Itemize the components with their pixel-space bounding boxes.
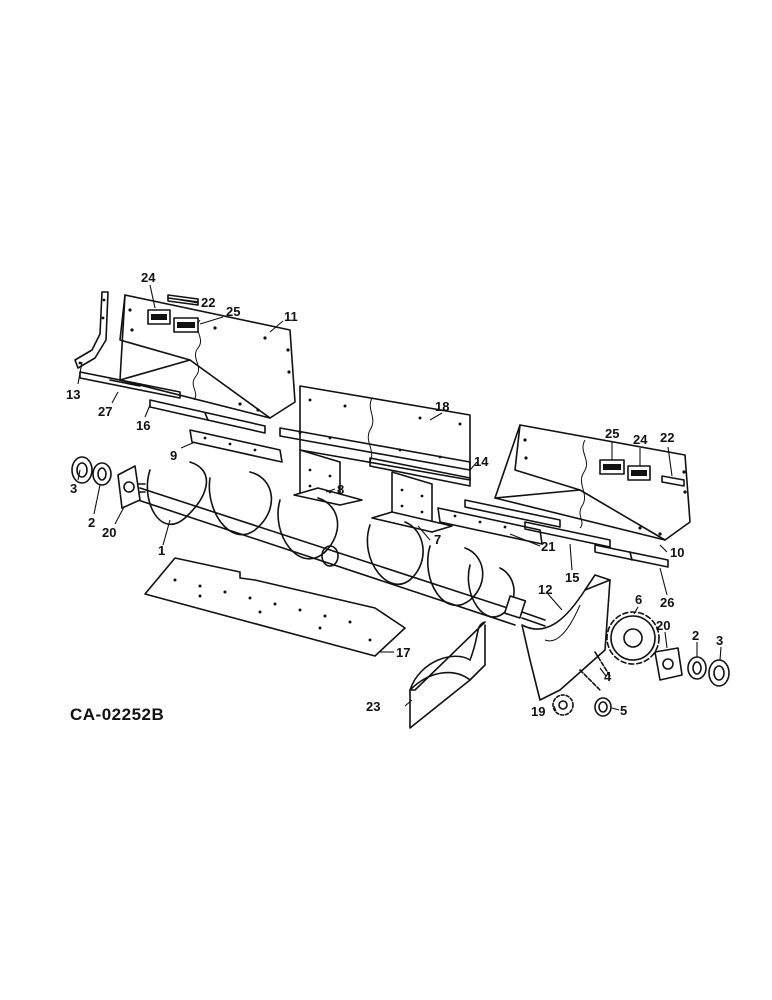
callout-11: 11 [284,309,298,324]
end-bracket [74,291,109,369]
auger-shaft-icon [127,461,546,627]
callout-8: 8 [337,482,344,497]
callout-5: 5 [620,703,627,718]
callout-3-right: 3 [716,633,723,648]
callout-24: 24 [141,270,156,285]
wear-strips-left [79,371,283,463]
callout-19: 19 [531,704,545,719]
callout-1: 1 [158,543,165,558]
left-trough-panel [119,294,296,419]
callout-10: 10 [670,545,684,560]
leader-lines [77,284,722,712]
callout-12: 12 [538,582,552,597]
bottom-panel [144,557,406,657]
callout-22-right: 22 [660,430,674,445]
sprocket-icon [606,611,660,665]
bearing-icon [71,456,112,486]
callout-6: 6 [635,592,642,607]
callout-2: 2 [88,515,95,530]
callout-2-right: 2 [692,628,699,643]
decal-plates-left [147,294,199,333]
callout-24-right: 24 [633,432,648,447]
flange-plate-icon [117,465,141,509]
callout-3: 3 [70,481,77,496]
decal-plates-right [599,459,685,487]
callout-25: 25 [226,304,240,319]
drive-chain [579,651,611,691]
callout-17: 17 [396,645,410,660]
collar [594,697,612,717]
callout-22: 22 [201,295,215,310]
callout-14: 14 [474,454,489,469]
callout-7: 7 [434,532,441,547]
callout-4: 4 [604,669,612,684]
idler-sprocket [552,694,574,716]
callout-9: 9 [170,448,177,463]
callout-23: 23 [366,699,380,714]
callout-18: 18 [435,399,449,414]
callout-26: 26 [660,595,674,610]
bearing-right [687,656,730,687]
callout-16: 16 [136,418,150,433]
callout-25-right: 25 [605,426,619,441]
right-trough-panel [494,424,691,541]
callouts: 24 22 25 11 13 27 16 9 18 14 8 7 21 15 1… [66,270,723,719]
mounting-bracket-8 [293,449,363,506]
lower-shield [409,621,486,729]
mounting-bracket-7 [371,471,453,533]
side-plate [521,574,611,701]
callout-15: 15 [565,570,579,585]
callout-20-right: 20 [656,618,670,633]
flange-plate-right [654,647,683,681]
wear-strips-right [437,499,669,568]
callout-13: 13 [66,387,80,402]
callout-20: 20 [102,525,116,540]
figure-code: CA-02252B [70,705,164,724]
callout-27: 27 [98,404,112,419]
callout-21: 21 [541,539,555,554]
